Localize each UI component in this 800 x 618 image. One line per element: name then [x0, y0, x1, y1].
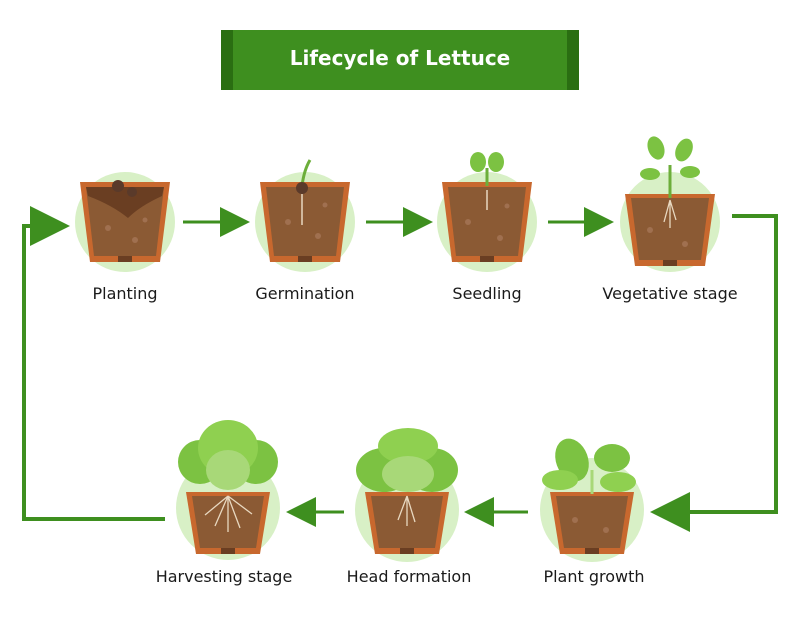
- pot-icon: [186, 492, 270, 554]
- stage-label: Harvesting stage: [156, 567, 293, 586]
- stage-label: Seedling: [452, 284, 521, 303]
- stage-label: Germination: [255, 284, 354, 303]
- pot-icon: [260, 182, 350, 262]
- stage-germination: Germination: [255, 159, 355, 303]
- arrow-vegetative-plantgrowth: [650, 214, 778, 532]
- pot-icon: [80, 180, 170, 262]
- flow-arrows: [22, 206, 778, 532]
- stage-plant-growth: Plant growth: [540, 438, 645, 586]
- diagram-title: Lifecycle of Lettuce: [289, 46, 511, 70]
- lettuce-head-icon: [356, 428, 458, 492]
- arrow-harvest-planting: [22, 206, 165, 521]
- stage-label: Head formation: [347, 567, 472, 586]
- stage-label: Vegetative stage: [602, 284, 737, 303]
- title-banner: Lifecycle of Lettuce: [221, 30, 579, 90]
- sprout-icon: [296, 159, 312, 225]
- banner-right-edge: [567, 30, 579, 90]
- lettuce-leaves-icon: [542, 438, 636, 494]
- stage-label: Planting: [92, 284, 157, 303]
- pot-icon: [365, 492, 449, 554]
- stage-harvesting: Harvesting stage: [156, 420, 293, 586]
- plant-leaves-icon: [640, 136, 700, 228]
- banner-left-edge: [221, 30, 233, 90]
- stage-planting: Planting: [75, 172, 175, 303]
- pot-icon: [442, 182, 532, 262]
- pot-icon: [625, 194, 715, 266]
- stage-label: Plant growth: [543, 567, 644, 586]
- seedling-leaves-icon: [470, 152, 504, 210]
- stage-seedling: Seedling: [437, 152, 537, 303]
- lettuce-head-icon: [178, 420, 278, 490]
- pot-icon: [550, 492, 634, 554]
- stage-head-formation: Head formation: [347, 428, 472, 586]
- stage-vegetative: Vegetative stage: [602, 136, 738, 303]
